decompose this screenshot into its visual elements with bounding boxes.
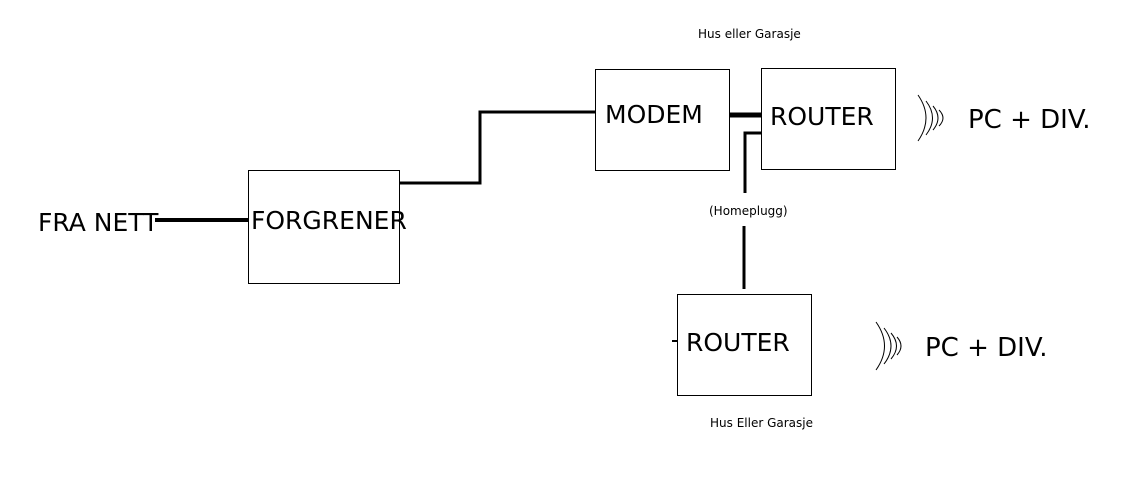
splitter-to-modem-line xyxy=(399,110,596,185)
modem-label: MODEM xyxy=(605,100,703,129)
wireless-signal-icon xyxy=(917,94,944,142)
router-bottom-label: ROUTER xyxy=(686,328,790,357)
location-top-label: Hus eller Garasje xyxy=(698,27,801,41)
location-bottom-label: Hus Eller Garasje xyxy=(710,416,813,430)
splitter-box xyxy=(248,170,400,284)
splitter-label: FORGRENER xyxy=(251,206,407,235)
router-top-label: ROUTER xyxy=(770,102,874,131)
modem-box xyxy=(595,69,730,171)
source-label: FRA NETT xyxy=(38,208,159,237)
router-to-homeplug-line xyxy=(743,131,763,193)
devices-bottom-label: PC + DIV. xyxy=(925,333,1048,363)
router-top-box xyxy=(761,68,896,170)
devices-top-label: PC + DIV. xyxy=(968,105,1091,135)
wireless-signal-icon xyxy=(875,321,902,371)
router-bottom-box xyxy=(677,294,812,396)
homeplug-label: (Homeplugg) xyxy=(709,204,788,218)
